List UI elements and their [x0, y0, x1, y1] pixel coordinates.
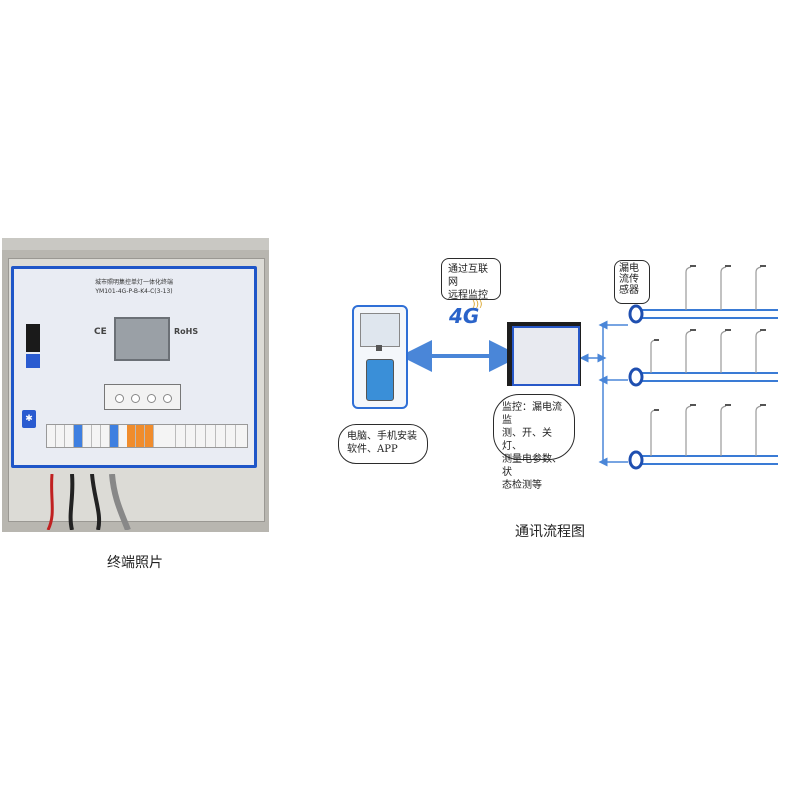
terminal-image: [507, 322, 581, 386]
terminal-strip: [46, 424, 248, 448]
panel-button: [147, 394, 156, 403]
panel-button: [131, 394, 140, 403]
side-module: [26, 324, 40, 352]
photo-caption: 终端照片: [107, 555, 163, 571]
signal-icon: ))): [472, 300, 483, 310]
sensor-ring-2: [628, 367, 644, 387]
software-device: [352, 305, 408, 409]
terminal-photo: 城市照明集控单灯一体化终端 YM101-4G-P-B-K4-C(3-13) CE…: [2, 238, 269, 532]
bluetooth-icon: ✱: [22, 410, 36, 428]
computer-icon: [360, 313, 400, 347]
terminal-panel-mini: [512, 326, 580, 386]
cables: [46, 474, 131, 530]
panel-title-line1: 城市照明集控单灯一体化终端: [94, 279, 173, 286]
panel-buttons: [104, 384, 181, 410]
software-bubble: 电脑、手机安装 软件、APP: [338, 424, 428, 464]
monitoring-bubble: 监控：漏电流监 测、开、关灯、 测量电参数、状 态检测等: [493, 394, 575, 491]
sensor-ring-3: [628, 450, 644, 470]
sensor-ring-1: [628, 304, 644, 324]
panel-button: [115, 394, 124, 403]
panel-title-line2: YM101-4G-P-B-K4-C(3-13): [95, 288, 173, 295]
rohs-mark: RoHS: [174, 327, 199, 336]
panel-button: [163, 394, 172, 403]
phone-icon: [366, 359, 394, 401]
sensor-bubble: 漏电 流传 感器: [614, 260, 650, 304]
diagram-caption: 通讯流程图: [515, 524, 585, 540]
ce-mark: CE: [94, 327, 107, 337]
panel-screen: [114, 317, 170, 361]
remote-monitor-bubble: 通过互联网 远程监控: [441, 258, 501, 301]
network-4g-label: 4G: [449, 304, 480, 328]
side-module-blue: [26, 354, 40, 368]
